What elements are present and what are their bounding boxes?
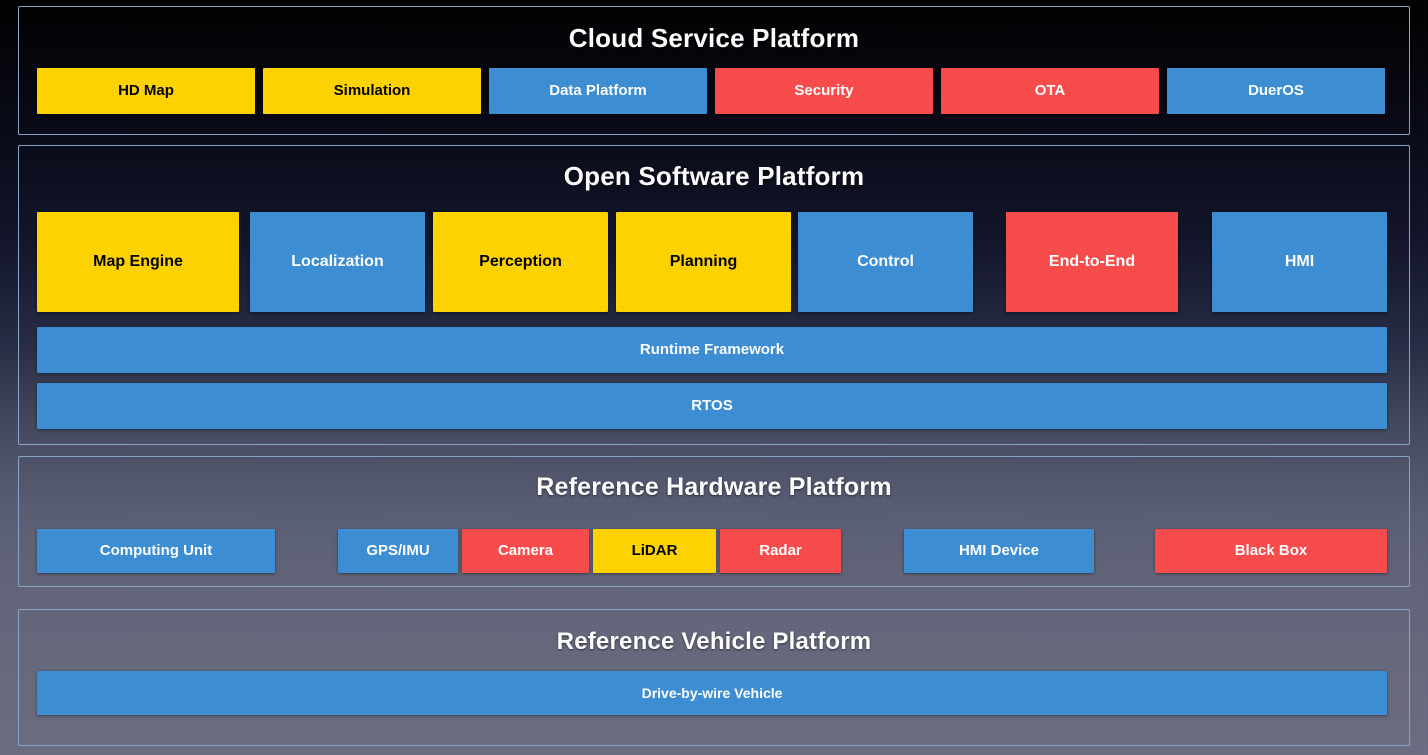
box-ota[interactable]: OTA — [941, 68, 1159, 114]
box-black-box[interactable]: Black Box — [1155, 529, 1387, 573]
box-dueros[interactable]: DuerOS — [1167, 68, 1385, 114]
box-simulation[interactable]: Simulation — [263, 68, 481, 114]
layer-title-open-software-platform: Open Software Platform — [563, 161, 865, 191]
box-rtos[interactable]: RTOS — [37, 383, 1387, 429]
box-hmi[interactable]: HMI — [1212, 212, 1387, 312]
box-runtime-framework[interactable]: Runtime Framework — [37, 327, 1387, 373]
box-drive-by-wire-vehicle[interactable]: Drive-by-wire Vehicle — [37, 671, 1387, 715]
box-computing-unit[interactable]: Computing Unit — [37, 529, 275, 573]
box-data-platform[interactable]: Data Platform — [489, 68, 707, 114]
layer-open-software-platform: Open Software Platform Map Engine Locali… — [18, 145, 1410, 445]
box-perception[interactable]: Perception — [433, 212, 608, 312]
box-radar[interactable]: Radar — [720, 529, 841, 573]
layer-title-reference-vehicle-platform: Reference Vehicle Platform — [556, 628, 872, 655]
box-map-engine[interactable]: Map Engine — [37, 212, 239, 312]
box-planning[interactable]: Planning — [616, 212, 791, 312]
box-lidar[interactable]: LiDAR — [593, 529, 716, 573]
box-gps-imu[interactable]: GPS/IMU — [338, 529, 458, 573]
layer-reference-hardware-platform: Reference Hardware Platform Computing Un… — [18, 456, 1410, 587]
layer-cloud-service-platform: Cloud Service Platform HD Map Simulation… — [18, 6, 1410, 135]
layer-title-cloud-service-platform: Cloud Service Platform — [568, 23, 860, 53]
box-end-to-end[interactable]: End-to-End — [1006, 212, 1178, 312]
box-localization[interactable]: Localization — [250, 212, 425, 312]
layer-reference-vehicle-platform: Reference Vehicle Platform Drive-by-wire… — [18, 609, 1410, 746]
layer-title-reference-hardware-platform: Reference Hardware Platform — [536, 473, 892, 501]
box-control[interactable]: Control — [798, 212, 973, 312]
box-security[interactable]: Security — [715, 68, 933, 114]
box-hmi-device[interactable]: HMI Device — [904, 529, 1094, 573]
box-hd-map[interactable]: HD Map — [37, 68, 255, 114]
box-camera[interactable]: Camera — [462, 529, 589, 573]
